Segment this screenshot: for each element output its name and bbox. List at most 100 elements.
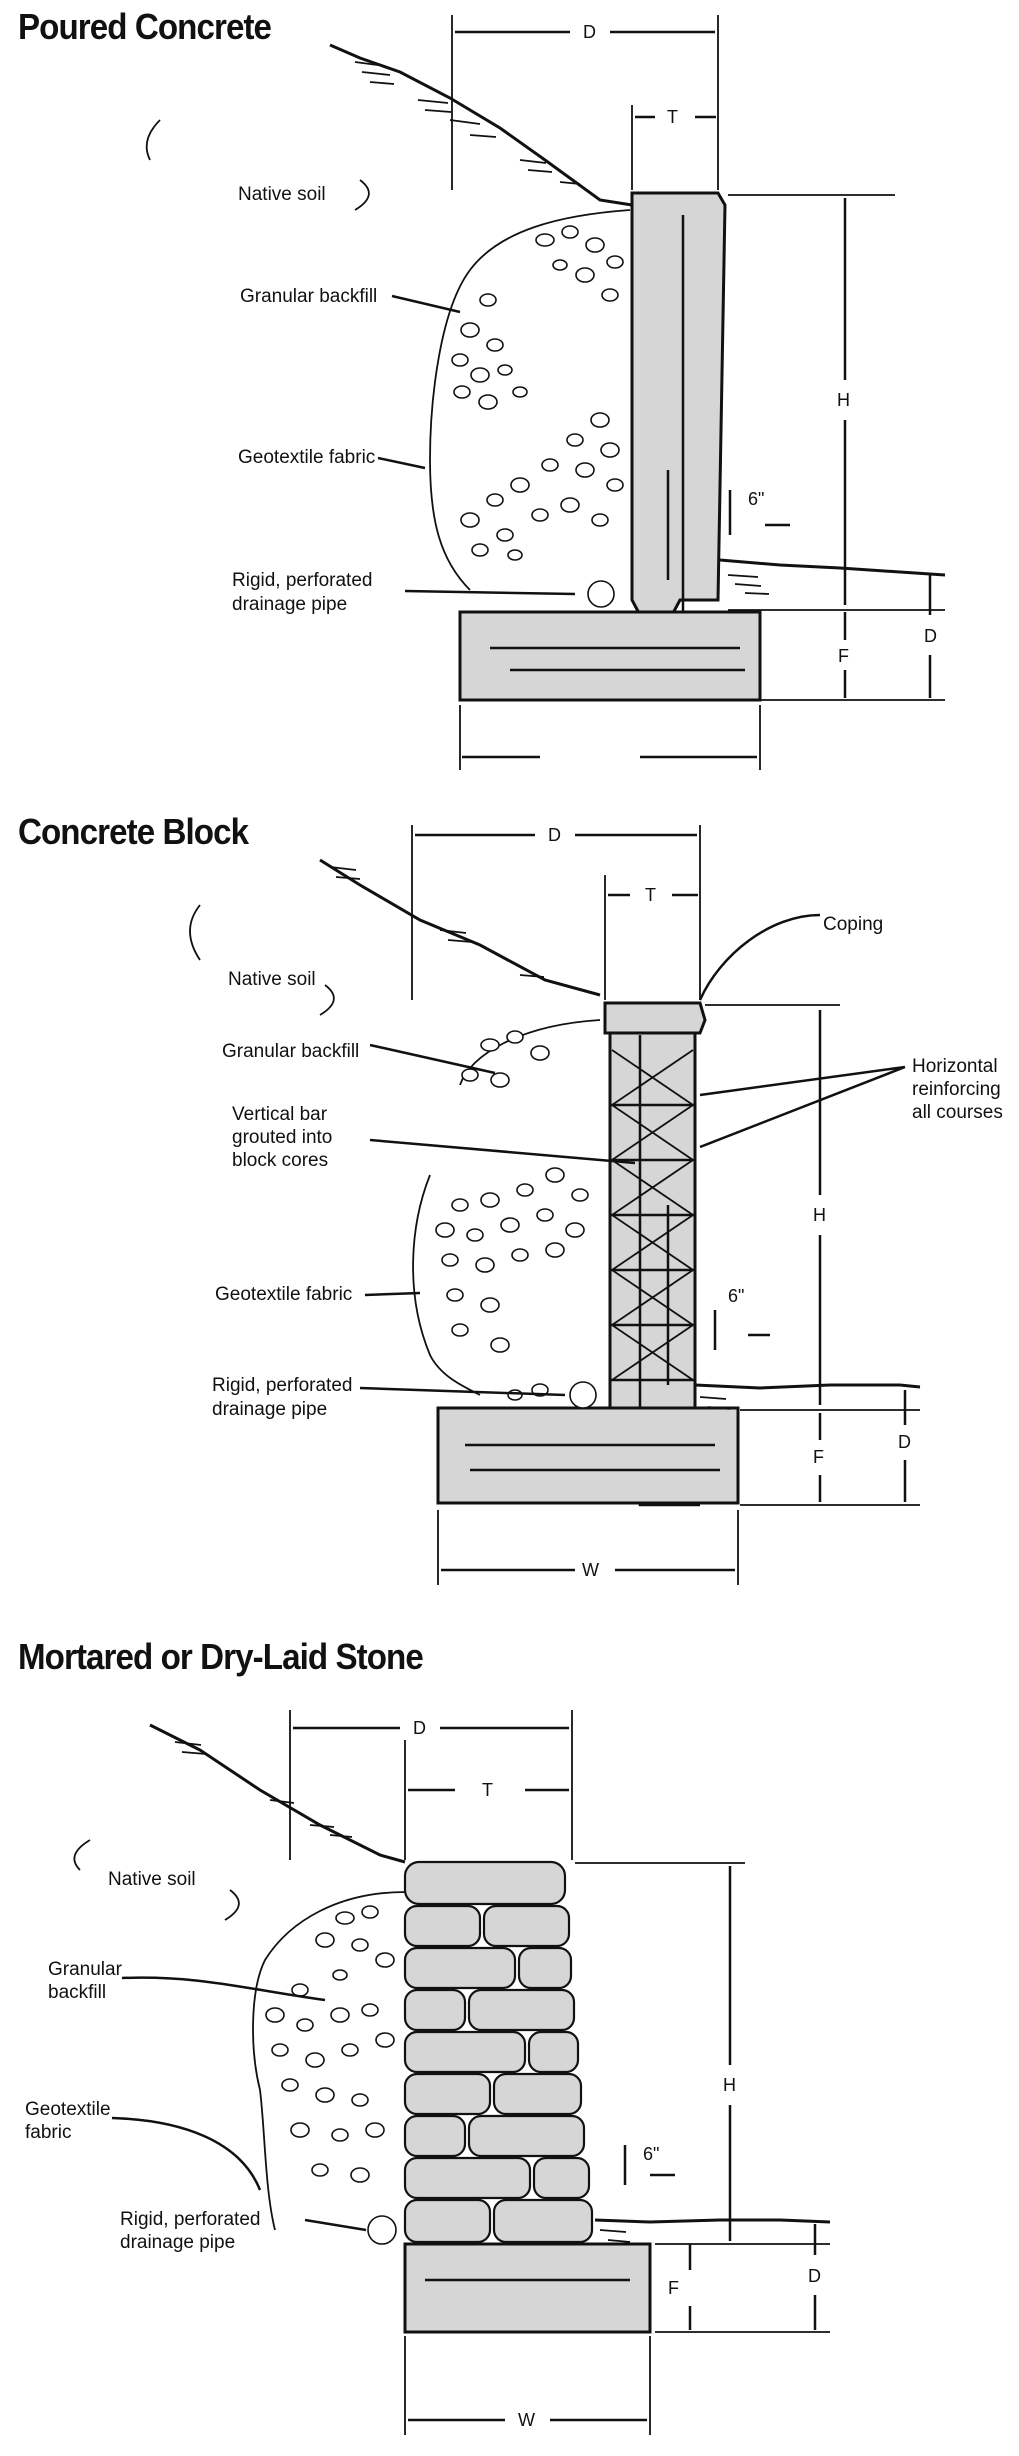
soil-symbol xyxy=(354,179,370,211)
slope-ground-line xyxy=(329,43,633,207)
dim-extension xyxy=(705,1004,920,1506)
soil-hatching xyxy=(174,1741,353,1838)
label-drainage-pipe: drainage pipe xyxy=(212,1399,327,1420)
dim-extension xyxy=(411,825,701,1000)
dim-label-D2: D xyxy=(924,626,937,646)
block-hatch xyxy=(611,1049,694,1381)
label-horizontal-reinforcing: Horizontal xyxy=(912,1056,998,1077)
dim-label-D: D xyxy=(583,22,596,42)
dim-label-F: F xyxy=(668,2278,679,2298)
stone-wall-diagram: Native soil Granular backfill Geotextile… xyxy=(25,1710,831,2435)
leader-geotextile xyxy=(377,456,426,470)
leader-pipe xyxy=(359,1386,566,1397)
label-drainage-pipe: Rigid, perforated xyxy=(120,2209,260,2230)
label-drainage-pipe: drainage pipe xyxy=(232,594,347,615)
soil-hatching xyxy=(699,1396,731,1410)
soil-hatching xyxy=(727,574,770,595)
leader-geotextile xyxy=(111,2116,262,2191)
granular-backfill-pebbles xyxy=(265,1905,395,2183)
dim-label-D: D xyxy=(548,825,561,845)
dim-extension xyxy=(459,705,761,770)
dim-extension xyxy=(289,1710,573,1860)
leader-geotextile xyxy=(364,1291,421,1297)
label-drainage-pipe: drainage pipe xyxy=(120,2232,235,2253)
leader-horizontal xyxy=(699,1065,906,1149)
label-vertical-bar: Vertical bar xyxy=(232,1104,328,1125)
panel-poured-concrete: Poured Concrete xyxy=(0,0,1019,780)
label-geotextile-fabric: Geotextile fabric xyxy=(238,447,375,468)
dim-label-H: H xyxy=(813,1205,826,1225)
label-granular-backfill: Granular backfill xyxy=(222,1041,359,1062)
vertical-bar xyxy=(638,1035,700,1507)
dim-label-F: F xyxy=(813,1447,824,1467)
drainage-pipe xyxy=(587,580,615,608)
soil-symbol xyxy=(319,984,335,1016)
drainage-pipe xyxy=(569,1381,597,1409)
label-coping: Coping xyxy=(823,914,883,935)
horizontal-reinforcing xyxy=(610,1103,695,1382)
slope-ground-line xyxy=(149,1723,406,1864)
label-drainage-pipe: Rigid, perforated xyxy=(232,570,372,591)
front-ground-line xyxy=(719,558,946,577)
leader-granular xyxy=(369,1043,496,1075)
concrete-footing xyxy=(458,610,762,702)
soil-symbol xyxy=(224,1889,240,1921)
leader-granular xyxy=(121,1976,326,2002)
soil-symbol xyxy=(73,1839,91,1871)
dim-label-D2: D xyxy=(898,1432,911,1452)
dim-label-W: W xyxy=(582,1560,599,1580)
dim-label-D2: D xyxy=(808,2266,821,2286)
label-drainage-pipe: Rigid, perforated xyxy=(212,1375,352,1396)
concrete-stem xyxy=(630,191,727,617)
poured-concrete-diagram: Native soil Granular backfill Geotextile… xyxy=(145,15,946,770)
dim-label-6in: 6" xyxy=(748,489,764,509)
leader-pipe xyxy=(404,589,576,596)
soil-hatching xyxy=(354,61,581,185)
fabric-boundary xyxy=(252,1891,406,2231)
coping xyxy=(603,1001,707,1035)
front-ground-line xyxy=(694,1383,921,1390)
footing-rebar xyxy=(465,1443,720,1472)
granular-backfill-pebbles xyxy=(451,225,624,561)
dim-arrow-6in xyxy=(623,2145,675,2185)
dim-extension xyxy=(575,1862,830,2333)
dim-label-H: H xyxy=(723,2075,736,2095)
dim-extension xyxy=(404,2336,651,2435)
label-horizontal-reinforcing: reinforcing xyxy=(912,1079,1001,1100)
dim-label-6in: 6" xyxy=(728,1286,744,1306)
label-native-soil: Native soil xyxy=(228,969,316,990)
label-granular-backfill: backfill xyxy=(48,1982,106,2003)
dim-arrow-6in xyxy=(728,490,790,535)
label-geotextile-fabric: Geotextile xyxy=(25,2099,111,2120)
label-native-soil: Native soil xyxy=(238,184,326,205)
soil-symbol xyxy=(145,119,161,161)
label-granular-backfill: Granular backfill xyxy=(240,286,377,307)
slope-ground-line xyxy=(319,858,601,997)
leader-vertical-bar xyxy=(369,1138,636,1165)
granular-backfill-pebbles xyxy=(435,1030,589,1401)
label-vertical-bar: grouted into xyxy=(232,1127,332,1148)
dim-label-H: H xyxy=(837,390,850,410)
soil-symbol xyxy=(189,904,201,961)
panel-concrete-block: Concrete Block xyxy=(0,805,1019,1615)
dim-arrow-6in xyxy=(713,1310,770,1350)
fabric-boundary xyxy=(429,209,631,591)
stone-courses xyxy=(403,1860,594,2244)
dim-label-T: T xyxy=(667,107,678,127)
label-native-soil: Native soil xyxy=(108,1869,196,1890)
dim-label-6in: 6" xyxy=(643,2144,659,2164)
dim-label-T: T xyxy=(482,1780,493,1800)
soil-hatching xyxy=(329,866,545,978)
panel-title: Concrete Block xyxy=(18,811,249,852)
label-horizontal-reinforcing: all courses xyxy=(912,1102,1003,1123)
concrete-block-diagram: Coping Native soil Granular backfill Ver… xyxy=(189,825,1003,1585)
dim-extension xyxy=(437,1510,739,1585)
dim-extension xyxy=(451,15,719,190)
label-vertical-bar: block cores xyxy=(232,1150,328,1171)
dim-label-F: F xyxy=(838,646,849,666)
dim-label-T: T xyxy=(645,885,656,905)
soil-hatching xyxy=(599,2229,631,2243)
label-geotextile-fabric: fabric xyxy=(25,2122,71,2143)
panel-title: Mortared or Dry-Laid Stone xyxy=(18,1636,424,1677)
concrete-footing xyxy=(403,2242,652,2334)
